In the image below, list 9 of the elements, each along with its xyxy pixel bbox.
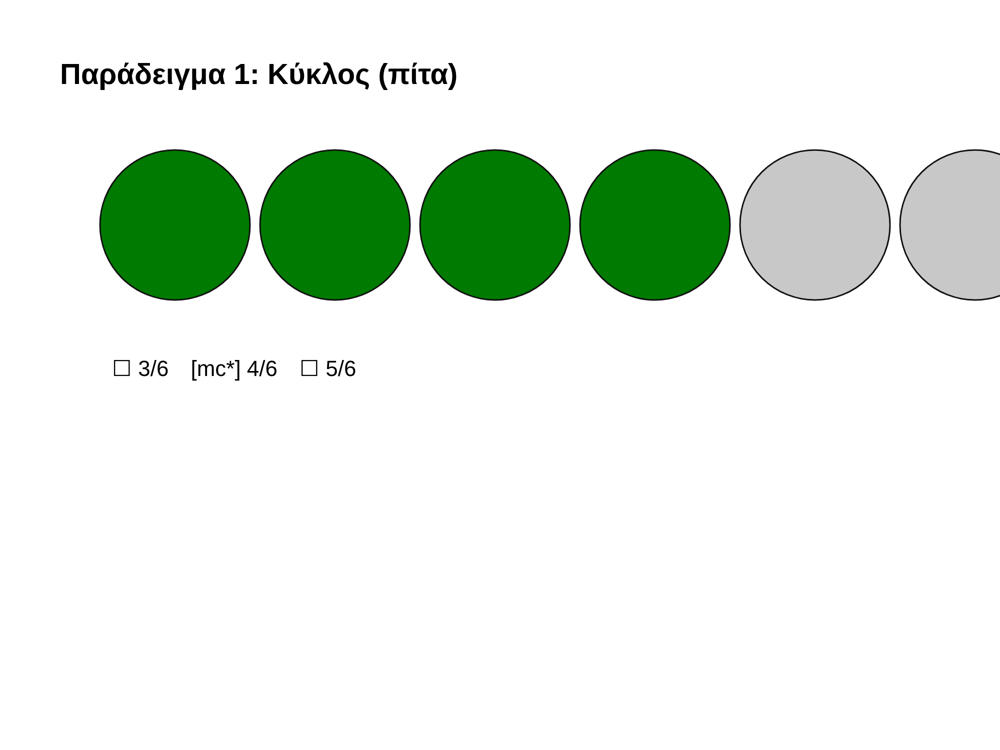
answer-option: [mc*] 4/6 — [190, 355, 278, 382]
circle-shape — [99, 149, 251, 301]
circle-shape — [739, 149, 891, 301]
circle-shape — [579, 149, 731, 301]
circle-shape — [419, 149, 571, 301]
title: Παράδειγμα 1: Κύκλος (πίτα) — [60, 58, 458, 93]
circle-shape — [259, 149, 411, 301]
answer-option: ☐ 3/6 — [112, 355, 169, 382]
answer-option: ☐ 5/6 — [300, 355, 356, 382]
